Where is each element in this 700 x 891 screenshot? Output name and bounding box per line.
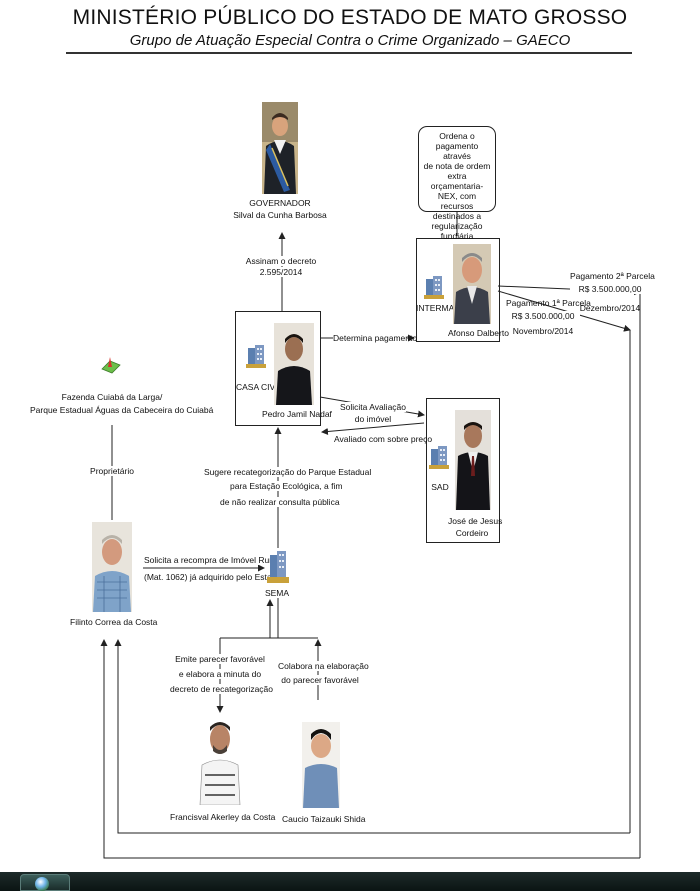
jose-cordeiro-photo <box>455 410 491 510</box>
colabora-line2: do parecer favorável <box>278 675 362 685</box>
header-subtitle: Grupo de Atuação Especial Contra o Crime… <box>129 32 571 49</box>
casa-civil-building-icon <box>246 344 266 373</box>
pag1-line1: Pagamento 1ª Parcela <box>506 298 591 308</box>
intermat-building-icon <box>424 275 444 304</box>
sad-building-icon <box>429 445 449 474</box>
jose-cordeiro-name-1: José de Jesus <box>448 516 503 526</box>
fazenda-line2: Parque Estadual Águas da Cabeceira do Cu… <box>30 405 214 415</box>
return-inner <box>114 639 630 834</box>
edge-pag1 <box>497 290 631 332</box>
casa-civil-org: CASA CIVIL <box>236 382 283 392</box>
sugere-line3: de não realizar consulta pública <box>220 497 340 507</box>
emite-line2: e elabora a minuta do <box>170 669 270 679</box>
proprietario-label: Proprietário <box>86 466 138 476</box>
solicita-recompra-line2: (Mat. 1062) já adquirido pelo Estado <box>144 572 282 582</box>
francisval-name: Francisval Akerley da Costa <box>170 812 276 822</box>
windows-logo-icon <box>35 877 49 891</box>
pag1-line3: Novembro/2014 <box>512 326 574 336</box>
governador-role: GOVERNADOR <box>249 198 311 208</box>
sugere-line1: Sugere recategorização do Parque Estadua… <box>204 467 372 477</box>
sema-org: SEMA <box>264 588 290 598</box>
sema-building-icon <box>267 549 289 590</box>
fazenda-line1: Fazenda Cuiabá da Larga/ <box>61 392 163 402</box>
edge-avaliado <box>321 422 425 435</box>
afonso-dalberto-name: Afonso Dalberto <box>448 328 509 338</box>
filinto-name: Filinto Correa da Costa <box>70 617 158 627</box>
taskbar <box>0 872 700 891</box>
solicita-avaliacao-line1: Solicita Avaliação <box>340 402 406 412</box>
pag2-line2: R$ 3.500.000,00 <box>570 284 650 294</box>
pedro-nadaf-name: Pedro Jamil Nadaf <box>262 409 332 419</box>
ordena-line2: de nota de ordem extra <box>423 161 491 181</box>
solicita-avaliacao-line2: do imóvel <box>340 414 406 424</box>
ordena-line3: orçamentaria-NEX, com <box>430 181 484 201</box>
filinto-photo <box>92 522 132 612</box>
governador-name: Silval da Cunha Barbosa <box>233 210 327 220</box>
ordena-line4: recursos destinados a <box>432 201 482 221</box>
pag1-line2: R$ 3.500.000,00 <box>506 311 580 321</box>
ordena-line1: Ordena o pagamento através <box>435 131 479 161</box>
map-pin-icon <box>100 357 122 380</box>
emite-line3: decreto de recategorização <box>170 684 274 694</box>
sad-org: SAD <box>431 482 449 492</box>
afonso-dalberto-photo <box>453 244 491 324</box>
colabora-line1: Colabora na elaboração <box>278 661 369 671</box>
assinam-label-1: Assinam o decreto <box>236 256 326 266</box>
caucio-name: Caucio Taizauki Shida <box>282 814 366 824</box>
avaliado-label: Avaliado com sobre preço <box>334 434 433 444</box>
caucio-photo <box>302 722 340 808</box>
francisval-photo <box>199 715 241 805</box>
jose-cordeiro-name-2: Cordeiro <box>455 528 489 538</box>
pedro-nadaf-photo <box>274 323 314 405</box>
header-rule <box>66 52 632 54</box>
emite-line1: Emite parecer favorável <box>170 654 270 664</box>
assinam-label-2: 2.595/2014 <box>236 267 326 277</box>
solicita-recompra-line1: Solicita a recompra de Imóvel Rural <box>144 555 279 565</box>
intermat-org: INTERMAT <box>416 303 459 313</box>
pag2-line3: Dezembro/2014 <box>579 303 641 313</box>
start-button[interactable] <box>20 874 70 891</box>
ordena-note: Ordena o pagamento através de nota de or… <box>418 126 496 241</box>
header-title: MINISTÉRIO PÚBLICO DO ESTADO DE MATO GRO… <box>72 6 628 29</box>
determina-label: Determina pagamento <box>333 333 418 343</box>
ordena-line5: regularização fundiária <box>431 221 483 241</box>
governador-photo <box>262 102 298 194</box>
sugere-line2: para Estação Ecológica, a fim <box>230 481 343 491</box>
pag2-line1: Pagamento 2ª Parcela <box>570 271 655 281</box>
return-outer <box>100 639 640 859</box>
